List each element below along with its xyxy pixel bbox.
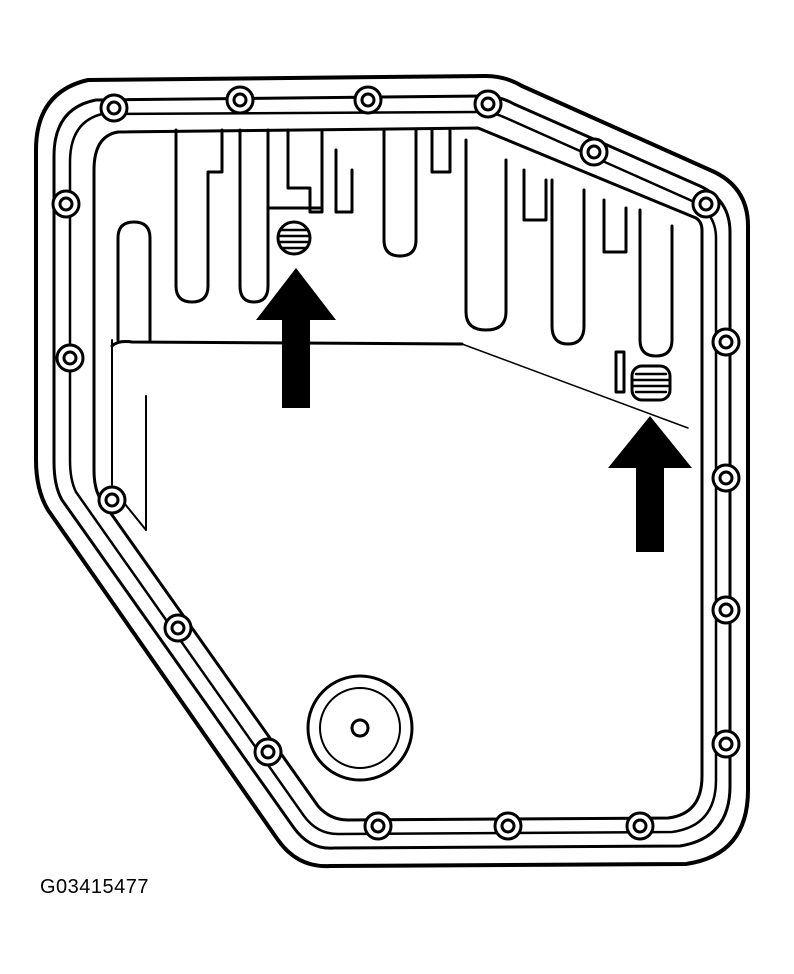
magnet-2 — [614, 350, 672, 402]
bolt-hole — [579, 137, 609, 167]
magnet-1 — [276, 220, 312, 256]
bolt-hole — [493, 811, 523, 841]
drain-plug — [306, 674, 414, 782]
bolt-hole — [253, 737, 283, 767]
figure-code: G03415477 — [40, 876, 150, 898]
bolt-hole — [711, 729, 741, 759]
pan-step-line — [110, 340, 464, 348]
pan-inner-flange — [52, 94, 732, 850]
arrow-up-icon — [608, 416, 692, 552]
pan-outer-flange — [34, 74, 750, 869]
bolt-holes — [51, 85, 741, 841]
bolt-hole — [225, 85, 255, 115]
bolt-hole — [163, 613, 193, 643]
bolt-hole — [711, 595, 741, 625]
pan-ribs — [116, 128, 674, 358]
pan-bowl-edge — [92, 126, 704, 822]
bolt-hole — [691, 189, 721, 219]
bolt-hole — [55, 343, 85, 373]
bolt-hole — [99, 93, 129, 123]
bolt-hole — [711, 463, 741, 493]
bolt-hole — [353, 85, 383, 115]
bolt-hole — [363, 811, 393, 841]
bolt-hole — [97, 485, 127, 515]
bolt-hole — [711, 327, 741, 357]
bolt-hole — [51, 189, 81, 219]
pan-step-slope — [461, 343, 689, 429]
arrow-up-icon — [256, 268, 336, 408]
bolt-hole — [473, 89, 503, 119]
bolt-hole — [625, 811, 655, 841]
